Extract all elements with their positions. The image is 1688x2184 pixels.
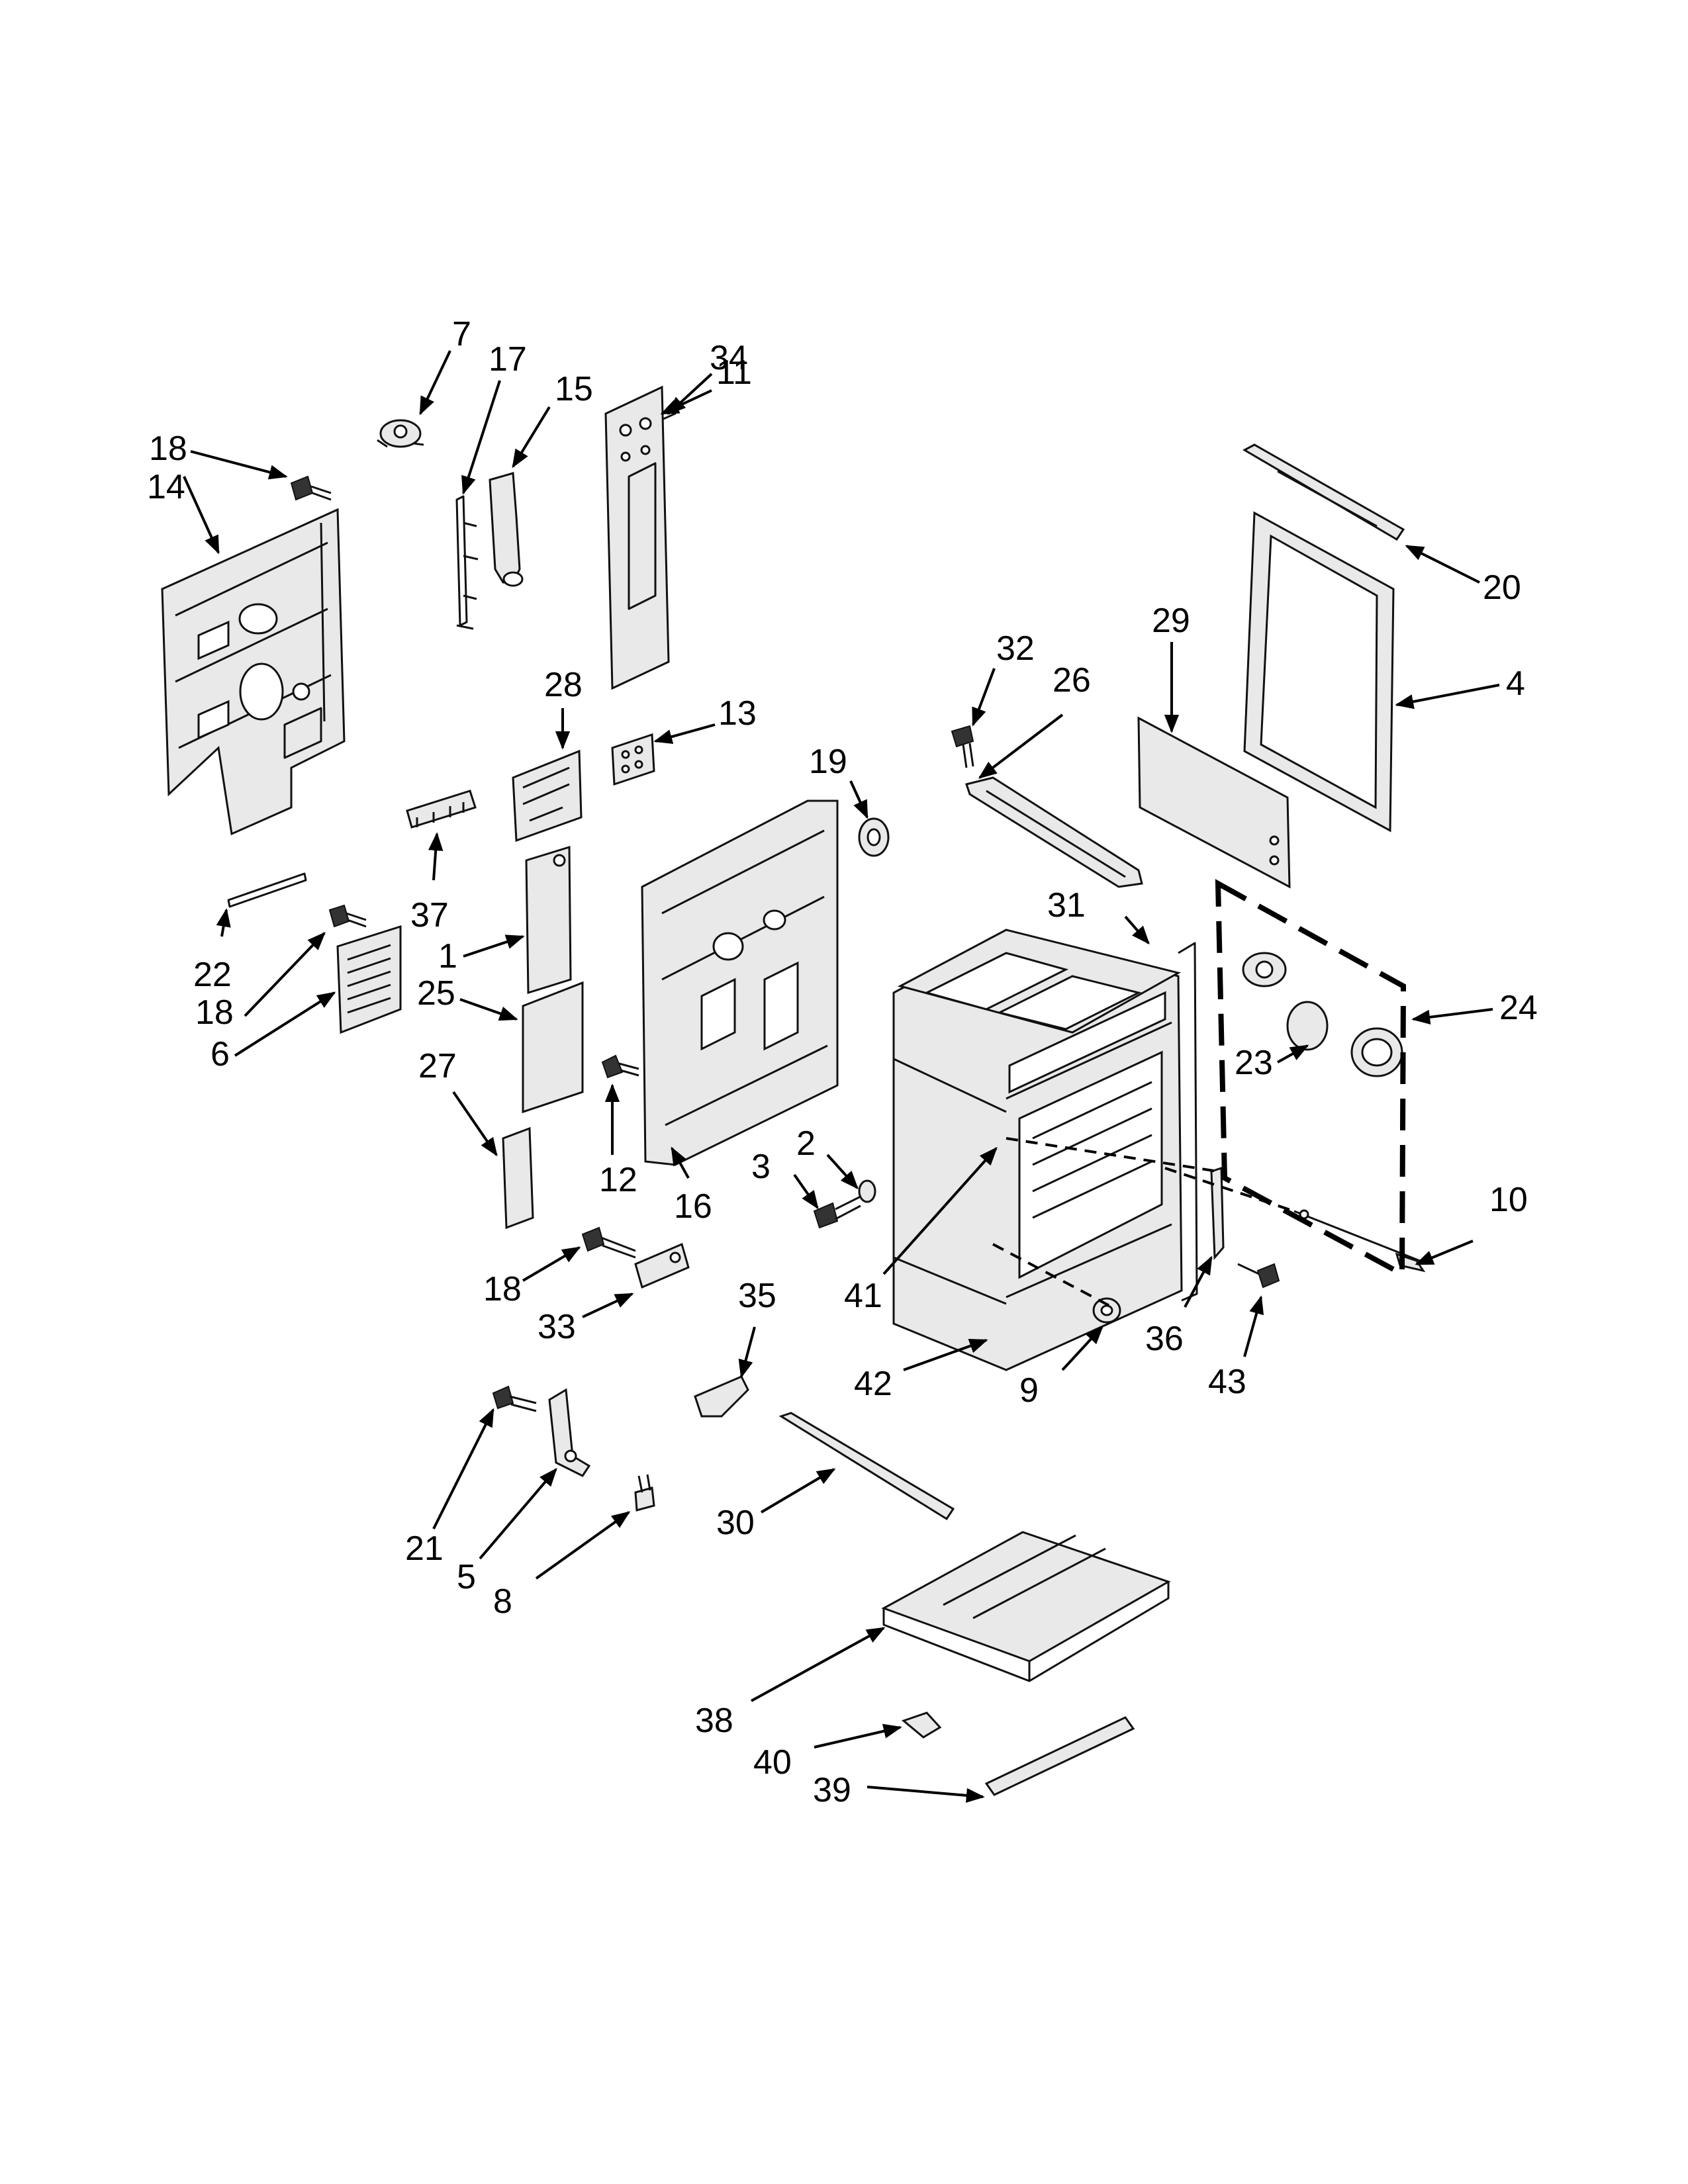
- callout-12: 12: [599, 1161, 637, 1199]
- callout-25: 25: [417, 974, 455, 1013]
- callout-18-c: 18: [483, 1270, 522, 1308]
- callout-labels: 18 14 7 17 15 11 34 28 13 19 32 26 29 20…: [147, 315, 1538, 1809]
- callout-31: 31: [1047, 886, 1086, 925]
- callout-1: 1: [438, 937, 457, 976]
- callout-29: 29: [1152, 602, 1190, 640]
- part-1-channel: [525, 845, 572, 995]
- callout-5: 5: [457, 1558, 476, 1596]
- part-35-bracket: [694, 1375, 749, 1418]
- callout-33: 33: [538, 1308, 576, 1346]
- connection-line-a: [1006, 1137, 1219, 1173]
- callout-40: 40: [753, 1743, 792, 1782]
- callout-13: 13: [718, 694, 757, 733]
- callout-7: 7: [452, 315, 471, 353]
- part-32-screw: [951, 725, 974, 768]
- callout-6: 6: [211, 1035, 230, 1073]
- part-23-bulb-group: [1242, 952, 1403, 1077]
- connection-line-b: [1164, 1167, 1295, 1212]
- callout-3: 3: [751, 1148, 771, 1186]
- part-31-oven-cavity: [892, 929, 1183, 1371]
- callout-2: 2: [796, 1124, 816, 1163]
- callout-21: 21: [405, 1529, 444, 1568]
- callout-26: 26: [1053, 661, 1091, 700]
- callout-20: 20: [1483, 569, 1521, 607]
- part-2-washer: [858, 1179, 876, 1203]
- part-33-bracket: [634, 1242, 690, 1289]
- part-26-rail: [965, 776, 1143, 888]
- callout-9: 9: [1019, 1371, 1039, 1410]
- callout-23: 23: [1235, 1044, 1273, 1082]
- callout-36: 36: [1145, 1320, 1184, 1358]
- callout-28: 28: [544, 666, 583, 704]
- part-36-bracket: [1210, 1166, 1225, 1260]
- part-7-thermostat: [377, 419, 424, 448]
- callout-38: 38: [695, 1702, 733, 1740]
- callout-35: 35: [738, 1277, 776, 1315]
- part-15-duct: [489, 472, 524, 587]
- callout-15: 15: [555, 370, 593, 408]
- callout-39: 39: [813, 1771, 851, 1809]
- part-5-leg-bracket: [548, 1388, 591, 1477]
- part-18-screw-b: [328, 904, 367, 928]
- callout-24: 24: [1499, 989, 1538, 1027]
- part-8-leveling-leg: [634, 1474, 655, 1512]
- part-9-grommet: [1092, 1297, 1121, 1324]
- part-4-frame: [1243, 511, 1395, 833]
- callout-37: 37: [410, 896, 449, 934]
- part-10-sensor: [1293, 1209, 1426, 1273]
- callout-42: 42: [854, 1365, 892, 1403]
- callout-4: 4: [1506, 664, 1525, 703]
- callout-11: 11: [716, 353, 752, 392]
- part-13-terminal: [611, 733, 655, 786]
- leader-lines: [183, 350, 1500, 1803]
- part-25-insulation: [522, 981, 584, 1114]
- callout-14: 14: [147, 468, 185, 506]
- part-39-kickplate: [984, 1716, 1135, 1796]
- part-6-vent: [336, 925, 402, 1034]
- part-43-screw: [1237, 1263, 1280, 1289]
- callout-10: 10: [1489, 1181, 1528, 1219]
- callout-27: 27: [418, 1047, 457, 1085]
- callout-32: 32: [996, 629, 1035, 668]
- group-24-dashed-box: [1215, 879, 1407, 1279]
- part-21-screw: [492, 1385, 537, 1412]
- connection-line-c: [992, 1243, 1113, 1308]
- callout-18: 18: [149, 430, 187, 468]
- callout-43: 43: [1208, 1363, 1246, 1401]
- callout-22: 22: [193, 956, 232, 994]
- part-17-harness: [455, 495, 479, 630]
- part-27-bracket: [502, 1126, 534, 1230]
- part-20-trim: [1242, 443, 1405, 541]
- part-19-grommet: [858, 817, 890, 857]
- callout-16: 16: [674, 1187, 712, 1226]
- part-40-clip: [901, 1711, 942, 1739]
- callout-34: 34: [710, 339, 748, 377]
- part-29-panel: [1137, 716, 1291, 889]
- part-18-screw-a: [290, 475, 332, 501]
- part-16-side-panel: [641, 799, 839, 1166]
- part-28-board: [512, 749, 583, 842]
- callout-8: 8: [493, 1582, 512, 1621]
- part-18-screw-c: [581, 1226, 636, 1259]
- part-38-drawer: [881, 1531, 1171, 1682]
- callout-30: 30: [716, 1504, 755, 1542]
- part-37-terminal-block: [406, 790, 477, 829]
- part-14-rear-panel: [161, 508, 346, 836]
- part-3-screw: [813, 1195, 861, 1229]
- callout-19: 19: [809, 743, 847, 781]
- part-34-plate: [604, 385, 670, 690]
- part-30-rail: [778, 1412, 955, 1521]
- callout-41: 41: [844, 1277, 882, 1315]
- callout-17: 17: [489, 340, 527, 379]
- callout-18-b: 18: [195, 993, 234, 1032]
- part-12-screw: [601, 1054, 639, 1079]
- part-22-strip: [227, 872, 307, 908]
